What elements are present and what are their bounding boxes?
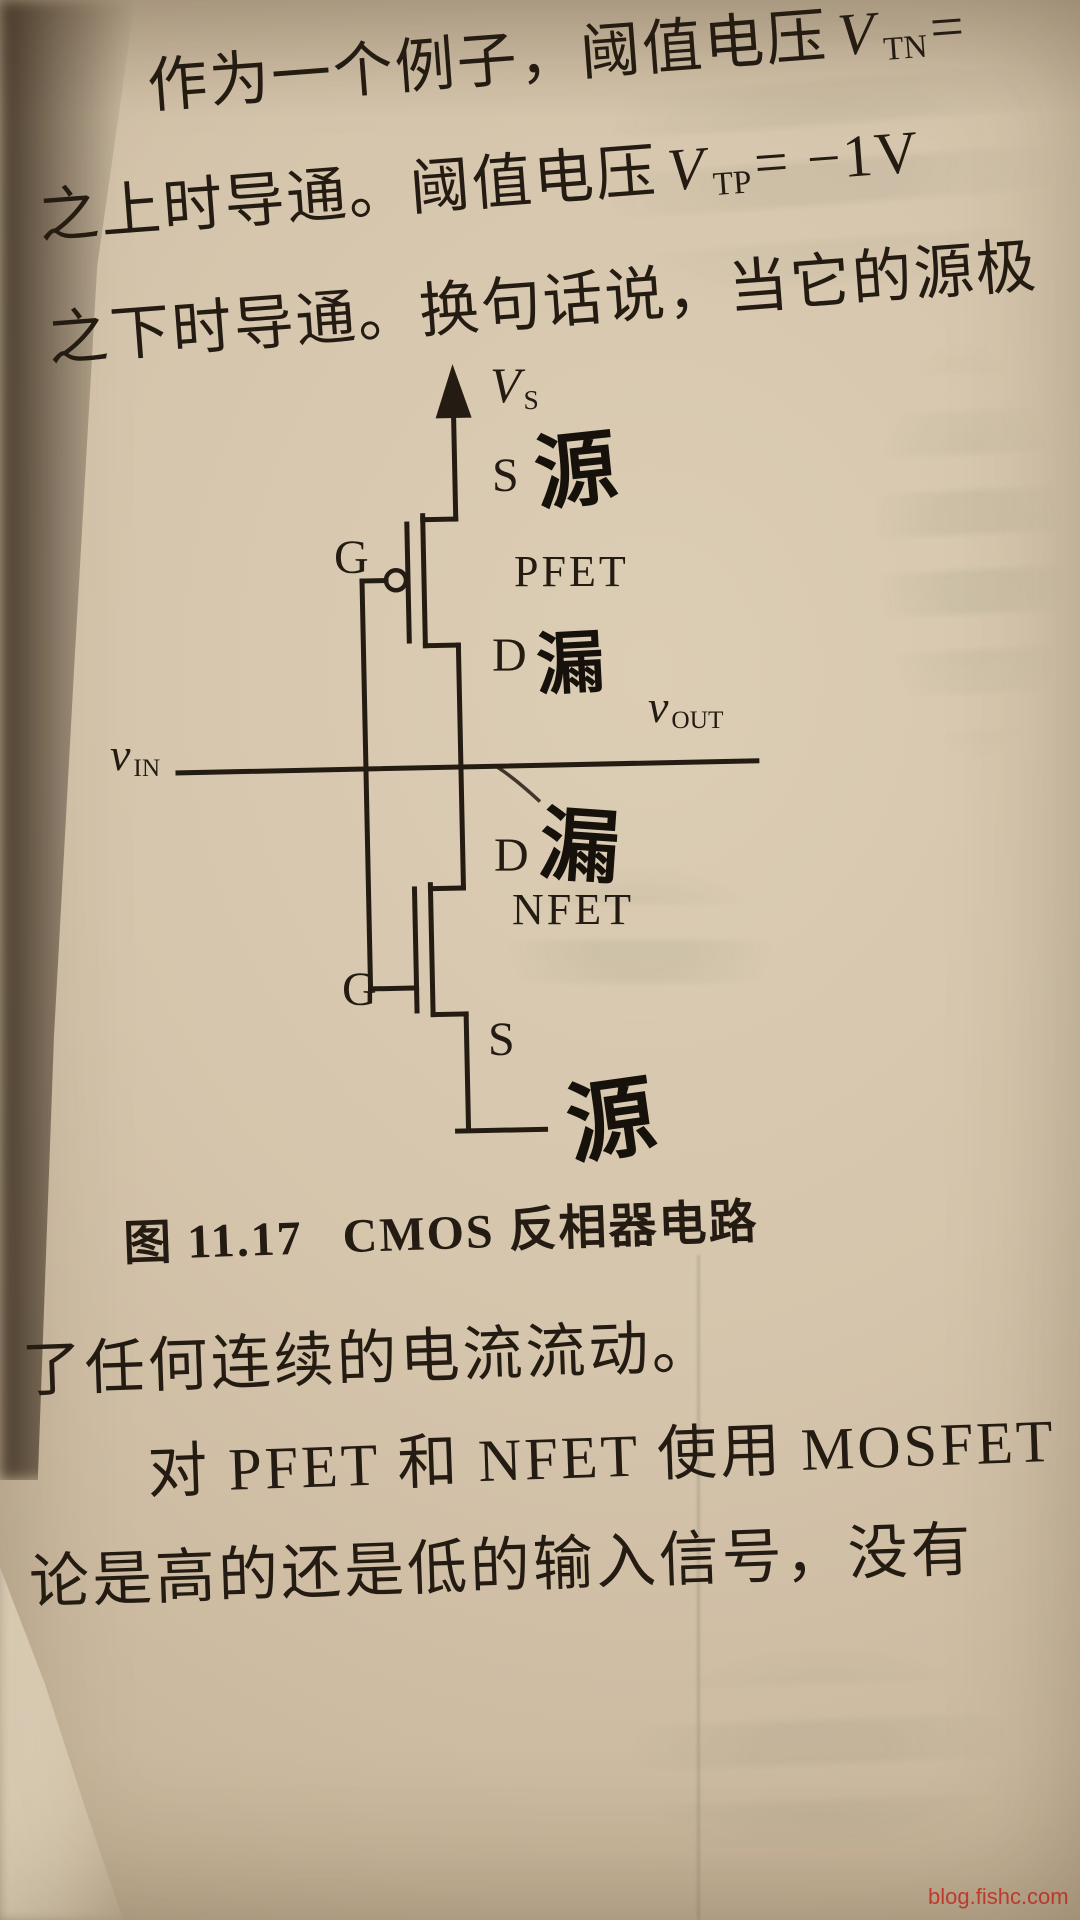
nfet-gate-terminal-label: G bbox=[342, 963, 377, 1016]
handwritten-drain-annotation-nfet: 漏 bbox=[536, 796, 623, 896]
pfet-gate-bubble bbox=[383, 568, 409, 593]
pfet-source-step bbox=[420, 516, 459, 523]
ground-bar bbox=[455, 1126, 549, 1134]
pfet-gate-plate bbox=[404, 521, 412, 644]
nfet-drain-step bbox=[427, 885, 467, 892]
supply-lead bbox=[450, 411, 459, 522]
pfet-drain-step bbox=[422, 642, 461, 649]
math-subscript: IN bbox=[133, 754, 161, 783]
handwritten-drain-annotation-pfet: 漏 bbox=[534, 622, 607, 706]
math-variable: V bbox=[490, 357, 521, 413]
pfet-source-terminal-label: S bbox=[492, 449, 519, 502]
caption-spacer bbox=[303, 1252, 343, 1253]
gate-bus bbox=[359, 578, 374, 992]
math-subscript: OUT bbox=[671, 706, 724, 735]
pfet-drain-terminal-label: D bbox=[492, 629, 527, 682]
nfet-source-step bbox=[430, 1011, 469, 1018]
nfet-source-lead bbox=[463, 1011, 472, 1132]
paragraph-bottom: 了任何连续的电流流动。 对 PFET 和 NFET 使用 MOSFET 论是高的… bbox=[20, 1276, 1080, 1635]
math-variable: v bbox=[110, 729, 131, 780]
nfet-source-terminal-label: S bbox=[488, 1013, 515, 1066]
figure-caption-title: CMOS 反相器电路 bbox=[341, 1195, 760, 1264]
supply-arrow bbox=[435, 364, 472, 419]
figure-caption-number: 图 11.17 bbox=[122, 1211, 304, 1271]
handwritten-source-annotation-nfet: 源 bbox=[560, 1062, 662, 1178]
math-subscript: S bbox=[523, 383, 539, 415]
photo-watermark: blog.fishc.com bbox=[928, 1884, 1069, 1909]
nfet-gate-plate bbox=[411, 886, 420, 1014]
pfet-gate-lead bbox=[359, 577, 389, 584]
nfet-gate-lead bbox=[368, 985, 420, 992]
pfet-gate-terminal-label: G bbox=[334, 531, 369, 584]
handwritten-source-annotation-pfet: 源 bbox=[529, 418, 622, 523]
nfet-drain-terminal-label: D bbox=[494, 829, 529, 882]
pfet-label: PFET bbox=[514, 547, 629, 596]
nfet-label: NFET bbox=[512, 885, 634, 934]
input-output-line bbox=[175, 758, 760, 776]
handwritten-pen-stroke bbox=[496, 765, 542, 803]
nfet-channel-bar bbox=[427, 882, 436, 1018]
pfet-channel-bar bbox=[420, 513, 428, 649]
bleedthrough-rule-line bbox=[697, 1255, 700, 1920]
math-variable: v bbox=[648, 681, 669, 732]
